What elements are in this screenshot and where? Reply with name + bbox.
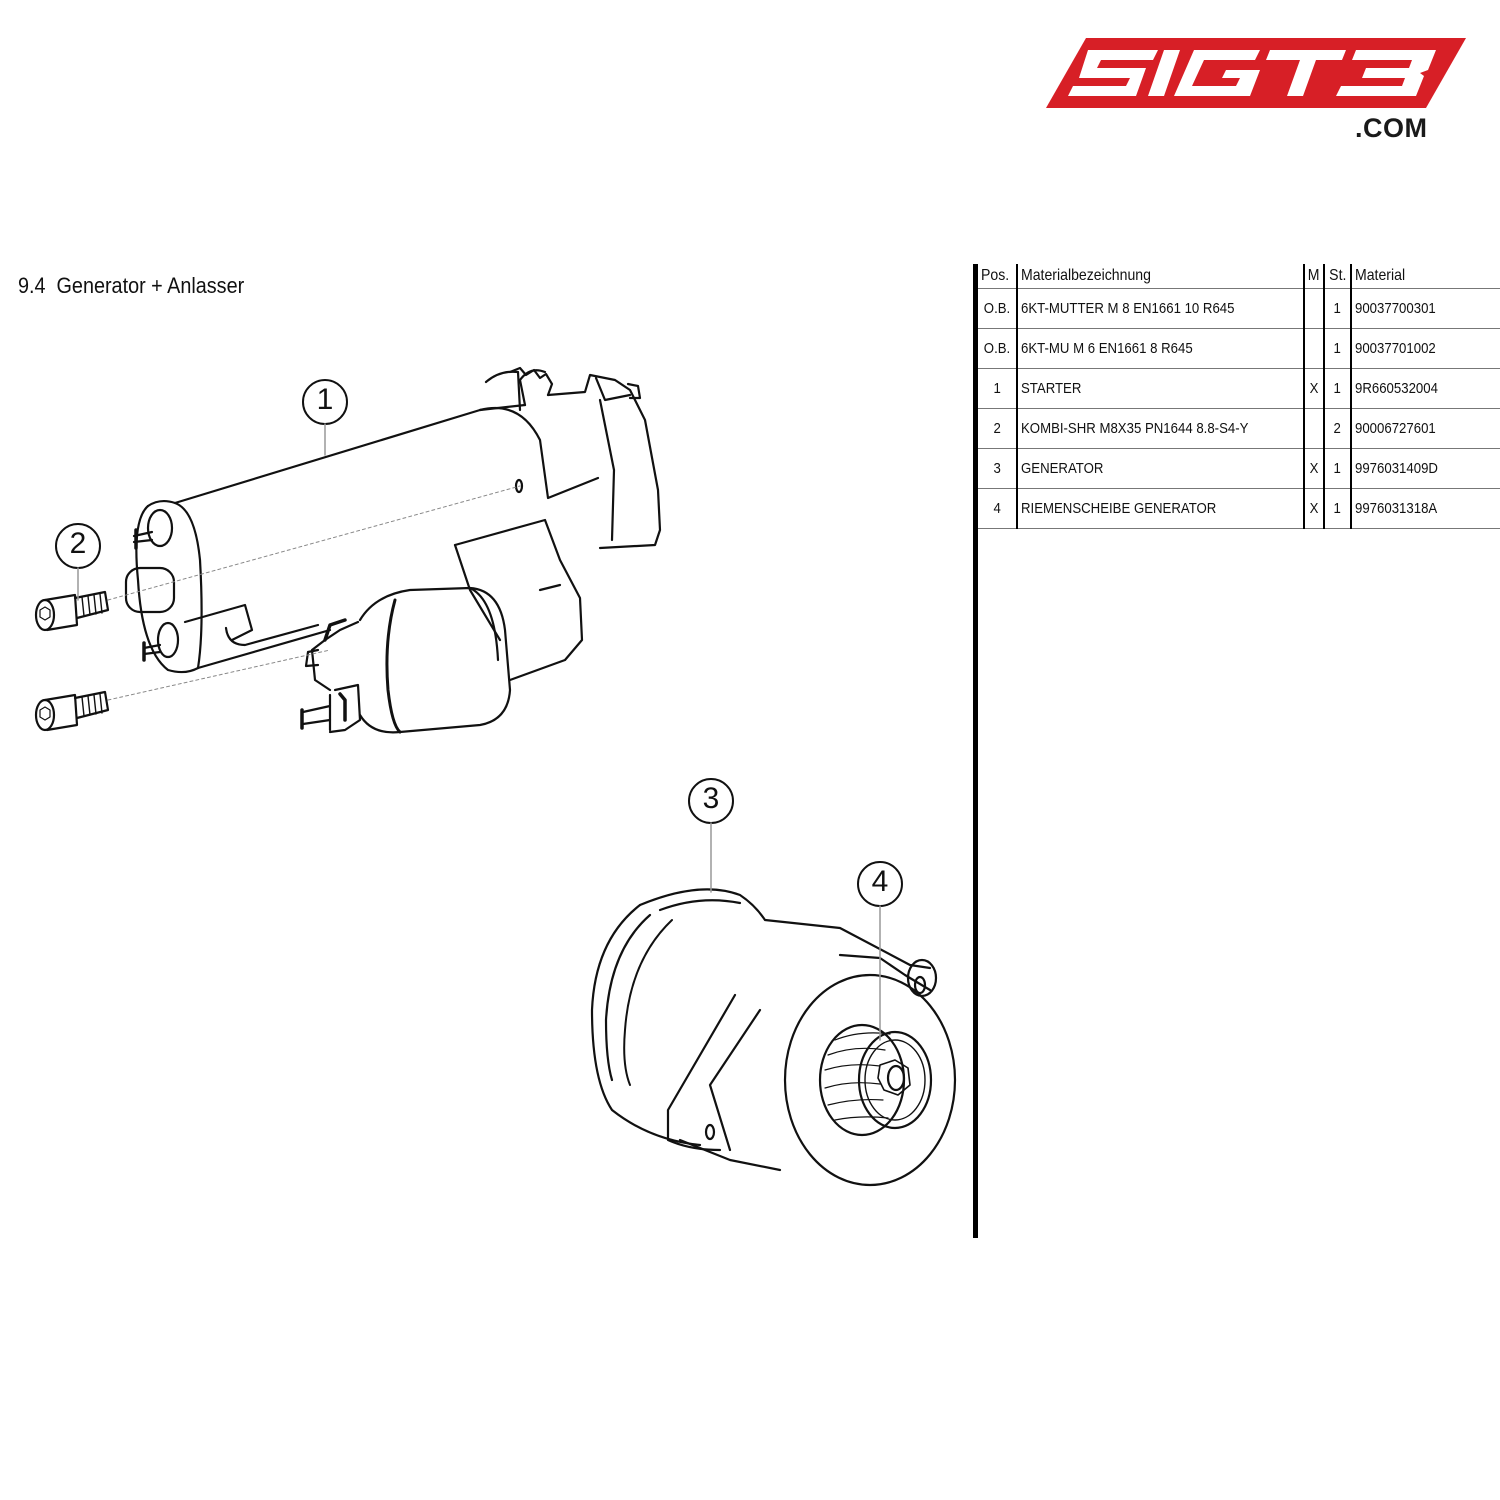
callout-label-4: 4 bbox=[871, 865, 889, 898]
cell-material[interactable]: 90037700301 bbox=[1351, 288, 1500, 329]
cell-description: STARTER bbox=[1017, 368, 1306, 409]
cell-qty: 1 bbox=[1323, 368, 1353, 409]
header-material: Material bbox=[1351, 264, 1500, 289]
cell-pos: O.B. bbox=[978, 288, 1019, 329]
cell-material[interactable]: 9976031409D bbox=[1351, 448, 1500, 489]
cell-pos: 4 bbox=[978, 488, 1019, 529]
cell-pos: 1 bbox=[978, 368, 1019, 409]
table-row[interactable]: 4 RIEMENSCHEIBE GENERATOR X 1 9976031318… bbox=[978, 488, 1500, 529]
header-description: Materialbezeichnung bbox=[1017, 264, 1306, 289]
cell-material[interactable]: 90037701002 bbox=[1351, 328, 1500, 369]
header-m: M bbox=[1304, 264, 1325, 289]
cell-qty: 1 bbox=[1323, 448, 1353, 489]
cell-qty: 1 bbox=[1323, 488, 1353, 529]
callout-4 bbox=[857, 861, 903, 1041]
table-row[interactable]: 3 GENERATOR X 1 9976031409D bbox=[978, 448, 1500, 489]
header-pos: Pos. bbox=[978, 264, 1019, 289]
cell-m: X bbox=[1304, 448, 1325, 489]
table-row[interactable]: O.B. 6KT-MUTTER M 8 EN1661 10 R645 1 900… bbox=[978, 288, 1500, 329]
cell-description: GENERATOR bbox=[1017, 448, 1306, 489]
cell-m: X bbox=[1304, 488, 1325, 529]
cell-description: 6KT-MU M 6 EN1661 8 R645 bbox=[1017, 328, 1306, 369]
logo-letters bbox=[1068, 50, 1436, 96]
cell-description: KOMBI-SHR M8X35 PN1644 8.8-S4-Y bbox=[1017, 408, 1306, 449]
callout-2 bbox=[55, 523, 101, 601]
callout-label-3: 3 bbox=[702, 782, 720, 815]
table-row[interactable]: 1 STARTER X 1 9R660532004 bbox=[978, 368, 1500, 409]
cell-description: RIEMENSCHEIBE GENERATOR bbox=[1017, 488, 1306, 529]
cell-m bbox=[1304, 408, 1325, 449]
table-header-row: Pos. Materialbezeichnung M St. Material bbox=[978, 264, 1500, 289]
cell-qty: 1 bbox=[1323, 328, 1353, 369]
callout-3 bbox=[688, 778, 734, 893]
cell-pos: 2 bbox=[978, 408, 1019, 449]
cell-m: X bbox=[1304, 368, 1325, 409]
cell-pos: O.B. bbox=[978, 328, 1019, 369]
parts-table: Pos. Materialbezeichnung M St. Material … bbox=[978, 264, 1500, 529]
cell-m bbox=[1304, 288, 1325, 329]
header-qty: St. bbox=[1323, 264, 1353, 289]
cell-material[interactable]: 90006727601 bbox=[1351, 408, 1500, 449]
logo-domain: .COM bbox=[1355, 113, 1428, 143]
table-row[interactable]: O.B. 6KT-MU M 6 EN1661 8 R645 1 90037701… bbox=[978, 328, 1500, 369]
callout-label-2: 2 bbox=[69, 527, 87, 560]
cell-qty: 2 bbox=[1323, 408, 1353, 449]
callout-1 bbox=[302, 379, 348, 456]
callout-label-1: 1 bbox=[316, 383, 334, 416]
cell-description: 6KT-MUTTER M 8 EN1661 10 R645 bbox=[1017, 288, 1306, 329]
screw-illustration[interactable] bbox=[34, 590, 110, 732]
generator-illustration[interactable] bbox=[590, 888, 957, 1187]
cell-m bbox=[1304, 328, 1325, 369]
table-divider-line bbox=[973, 264, 978, 1238]
cell-material[interactable]: 9R660532004 bbox=[1351, 368, 1500, 409]
cell-qty: 1 bbox=[1323, 288, 1353, 329]
table-row[interactable]: 2 KOMBI-SHR M8X35 PN1644 8.8-S4-Y 2 9000… bbox=[978, 408, 1500, 449]
starter-motor-illustration[interactable] bbox=[124, 366, 662, 734]
cell-material[interactable]: 9976031318A bbox=[1351, 488, 1500, 529]
section-title: 9.4 Generator + Anlasser bbox=[18, 273, 245, 298]
brand-logo[interactable] bbox=[1046, 36, 1470, 148]
cell-pos: 3 bbox=[978, 448, 1019, 489]
alignment-line bbox=[107, 485, 521, 601]
alignment-line bbox=[107, 649, 331, 701]
